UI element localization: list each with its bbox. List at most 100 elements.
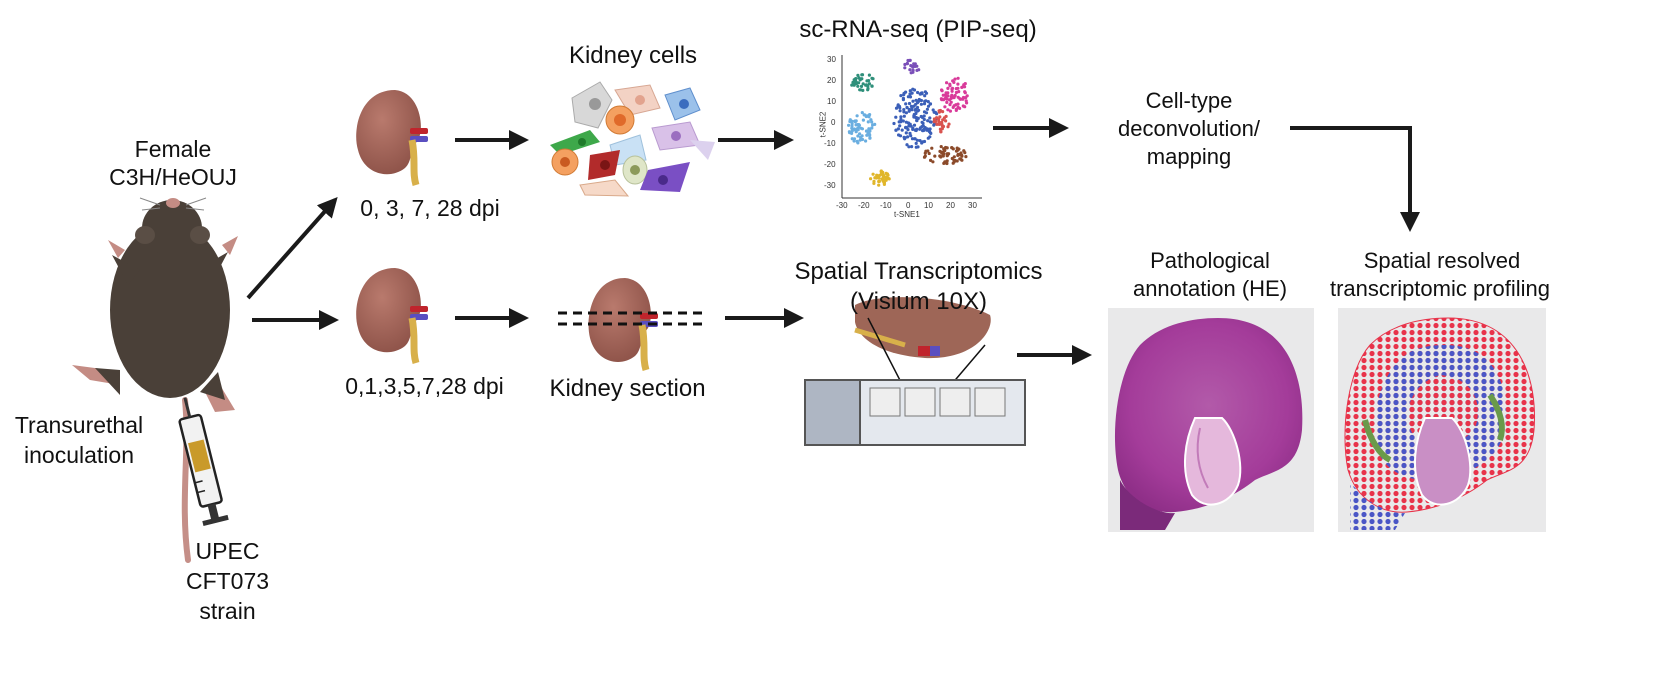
tsne-point bbox=[922, 102, 927, 106]
tsne-point bbox=[926, 104, 931, 108]
tsne-point bbox=[928, 102, 933, 106]
tsne-point bbox=[945, 100, 949, 104]
tsne-point bbox=[905, 61, 909, 66]
tsne-point bbox=[866, 86, 870, 91]
tsne-point bbox=[848, 119, 852, 124]
tsne-point bbox=[944, 145, 948, 150]
tsne-point bbox=[867, 115, 871, 119]
tsne-point bbox=[850, 126, 854, 130]
tsne-point bbox=[902, 93, 906, 97]
bacteria-label-line2: CFT073 bbox=[185, 568, 270, 594]
tsne-point bbox=[920, 120, 924, 124]
tsne-point bbox=[871, 172, 875, 176]
tsne-point bbox=[892, 121, 896, 126]
tsne-point bbox=[902, 108, 906, 112]
he-section-image bbox=[1108, 308, 1314, 532]
mouse-illustration bbox=[72, 197, 238, 563]
tsne-point bbox=[868, 136, 872, 140]
kidney-lower-icon bbox=[356, 268, 428, 365]
tsne-point bbox=[944, 119, 948, 123]
tsne-point bbox=[867, 73, 872, 77]
tsne-point bbox=[915, 127, 919, 131]
tsne-point bbox=[918, 92, 922, 96]
tsne-point bbox=[856, 123, 860, 127]
visium-slide-illustration bbox=[804, 297, 1026, 446]
tsne-point bbox=[961, 95, 966, 100]
tsne-point bbox=[952, 155, 956, 159]
tsne-xtick: 10 bbox=[924, 201, 933, 210]
tsne-point bbox=[857, 81, 861, 85]
tsne-point bbox=[904, 90, 908, 94]
tsne-point bbox=[924, 111, 929, 115]
mouse-strain-label: C3H/HeOUJ bbox=[109, 164, 237, 190]
tsne-point bbox=[903, 66, 907, 70]
tsne-point bbox=[953, 77, 957, 81]
tsne-point bbox=[867, 82, 872, 86]
spatial-profiling-image bbox=[1338, 308, 1546, 532]
tsne-point bbox=[954, 90, 959, 95]
tsne-point bbox=[916, 101, 920, 105]
tsne-point bbox=[876, 175, 880, 179]
spatial-profiling-line2: transcriptomic profiling bbox=[1329, 276, 1551, 301]
tsne-xtick: 30 bbox=[968, 201, 977, 210]
tsne-point bbox=[961, 85, 965, 89]
tsne-point bbox=[946, 108, 950, 112]
syringe-icon bbox=[178, 397, 229, 527]
tsne-point bbox=[881, 172, 885, 177]
tsne-point bbox=[866, 120, 870, 124]
tsne-point bbox=[941, 153, 945, 158]
tsne-point bbox=[956, 102, 960, 106]
tsne-xtick: 20 bbox=[946, 201, 955, 210]
tsne-point bbox=[898, 124, 902, 128]
tsne-point bbox=[921, 129, 925, 133]
tsne-xtick: -10 bbox=[880, 201, 892, 210]
arrow-deconvolution-to-profiling bbox=[1290, 126, 1420, 232]
tsne-point bbox=[946, 86, 950, 90]
tsne-point bbox=[911, 70, 915, 74]
tsne-point bbox=[959, 151, 963, 155]
tsne-point bbox=[930, 146, 934, 150]
tsne-point bbox=[964, 155, 968, 159]
tsne-point bbox=[904, 111, 909, 115]
tsne-point bbox=[904, 102, 908, 106]
tsne-ytick: 30 bbox=[827, 55, 836, 64]
tsne-point bbox=[948, 84, 952, 88]
tsne-point bbox=[931, 108, 935, 112]
tsne-point bbox=[906, 128, 910, 132]
tsne-point bbox=[860, 111, 864, 115]
tsne-point bbox=[939, 97, 944, 101]
tsne-point bbox=[913, 137, 917, 141]
tsne-point bbox=[870, 76, 874, 80]
tsne-point bbox=[897, 104, 902, 109]
tsne-point bbox=[943, 161, 948, 165]
tsne-point bbox=[956, 86, 960, 90]
tsne-point bbox=[862, 113, 866, 117]
inoculation-route-line1: Transurethal bbox=[14, 412, 144, 438]
tsne-point bbox=[926, 119, 930, 123]
tsne-point bbox=[940, 123, 944, 127]
tsne-point bbox=[920, 125, 924, 129]
tsne-point bbox=[937, 117, 941, 121]
tsne-point bbox=[853, 119, 857, 123]
tsne-point bbox=[861, 118, 866, 122]
tsne-point bbox=[924, 91, 929, 95]
tsne-point bbox=[902, 114, 906, 118]
tsne-point bbox=[946, 125, 950, 129]
tsne-point bbox=[933, 154, 937, 158]
tsne-point bbox=[847, 130, 852, 134]
tsne-point bbox=[908, 89, 912, 93]
tsne-point bbox=[865, 129, 869, 133]
mouse-sex-label: Female bbox=[134, 136, 212, 162]
tsne-point bbox=[870, 84, 874, 88]
tsne-point bbox=[887, 177, 891, 181]
tsne-point bbox=[958, 106, 962, 110]
spatial-profiling-line1: Spatial resolved bbox=[1363, 248, 1521, 273]
tsne-point bbox=[897, 133, 901, 137]
deconvolution-label-line2: deconvolution/ bbox=[1118, 116, 1260, 141]
tsne-point bbox=[864, 83, 868, 87]
tsne-point bbox=[879, 169, 883, 173]
tsne-point bbox=[912, 123, 917, 127]
tsne-point bbox=[919, 98, 924, 103]
tsne-point bbox=[946, 94, 950, 98]
tsne-point bbox=[868, 133, 872, 137]
